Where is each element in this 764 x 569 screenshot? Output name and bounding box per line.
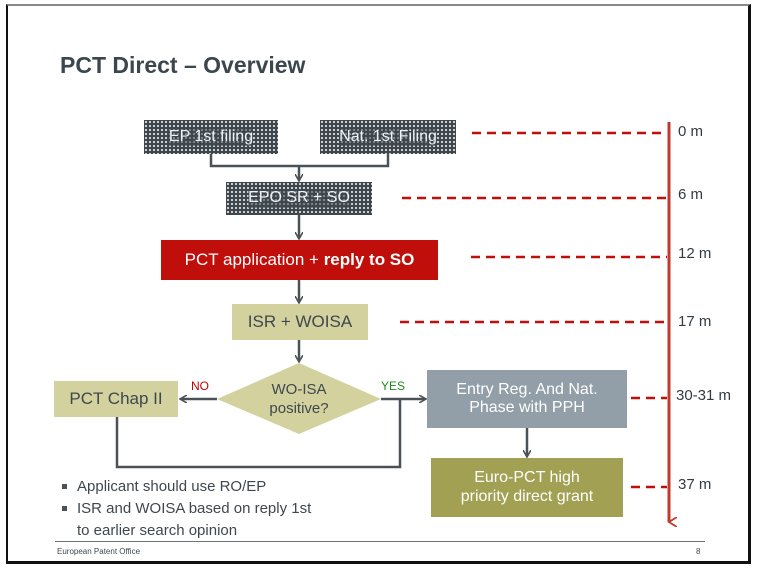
page-number: 8 [696,547,701,556]
bullet-square-icon [62,484,67,489]
bullet-continuation-text: to earlier search opinion [77,522,238,539]
timeline-label-0m: 0 m [678,123,704,140]
entry-phase-box: Entry Reg. And Nat. Phase with PPH [427,370,627,428]
ep-first-filing-label: EP 1st filing [168,127,254,147]
timeline-label-30m: 30-31 m [676,387,732,404]
footer-divider [55,541,705,542]
no-label: NO [191,379,209,393]
decision-line1: WO-ISA [271,381,327,398]
timeline-label-12m: 12 m [678,245,712,262]
notes-list: Applicant should use RO/EP ISR and WOISA… [60,476,311,542]
bullet-item: ISR and WOISA based on reply 1st [60,498,311,520]
euro-pct-line1: Euro-PCT high [474,469,580,487]
loop-back-connector [115,399,402,469]
bullet-item: Applicant should use RO/EP [60,476,311,498]
timeline-label-17m: 17 m [678,313,712,330]
pct-application-label: PCT application + reply to SO [185,250,415,270]
bullet-continuation: to earlier search opinion [60,520,311,542]
slide-frame [6,4,751,564]
euro-pct-grant-box: Euro-PCT high priority direct grant [431,458,623,517]
footer-organization: European Patent Office [57,547,141,556]
yes-label: YES [381,379,406,393]
reply-to-so-text: reply to SO [323,250,415,270]
bullet-square-icon [62,506,67,511]
merge-connector [209,154,390,180]
decision-label: WO-ISA positive? [239,374,359,424]
bullet-text: ISR and WOISA based on reply 1st [77,500,312,517]
timeline-label-6m: 6 m [678,186,704,203]
nat-first-filing-box: Nat. 1st Filing [320,120,456,154]
isr-woisa-box: ISR + WOISA [232,304,368,340]
epo-sr-so-label: EPO SR + SO [248,189,350,208]
isr-woisa-label: ISR + WOISA [247,312,353,332]
nat-first-filing-label: Nat. 1st Filing [339,127,437,147]
entry-phase-line1: Entry Reg. And Nat. [456,380,598,398]
timeline-label-37m: 37 m [678,476,712,493]
ep-first-filing-box: EP 1st filing [144,120,278,154]
decision-line2: positive? [269,400,329,417]
timeline-dashes [400,131,667,489]
euro-pct-line2: priority direct grant [460,487,594,505]
pct-chap-ii-box: PCT Chap II [54,381,178,417]
entry-phase-line2: Phase with PPH [469,399,585,416]
pct-chap-ii-label: PCT Chap II [69,389,163,409]
decision-diamond [217,363,381,434]
pct-application-text: PCT application + [184,250,324,270]
page-title: PCT Direct – Overview [60,52,306,78]
pct-application-box: PCT application + reply to SO [161,240,438,280]
bullet-text: Applicant should use RO/EP [77,478,267,495]
epo-sr-so-box: EPO SR + SO [226,182,372,215]
